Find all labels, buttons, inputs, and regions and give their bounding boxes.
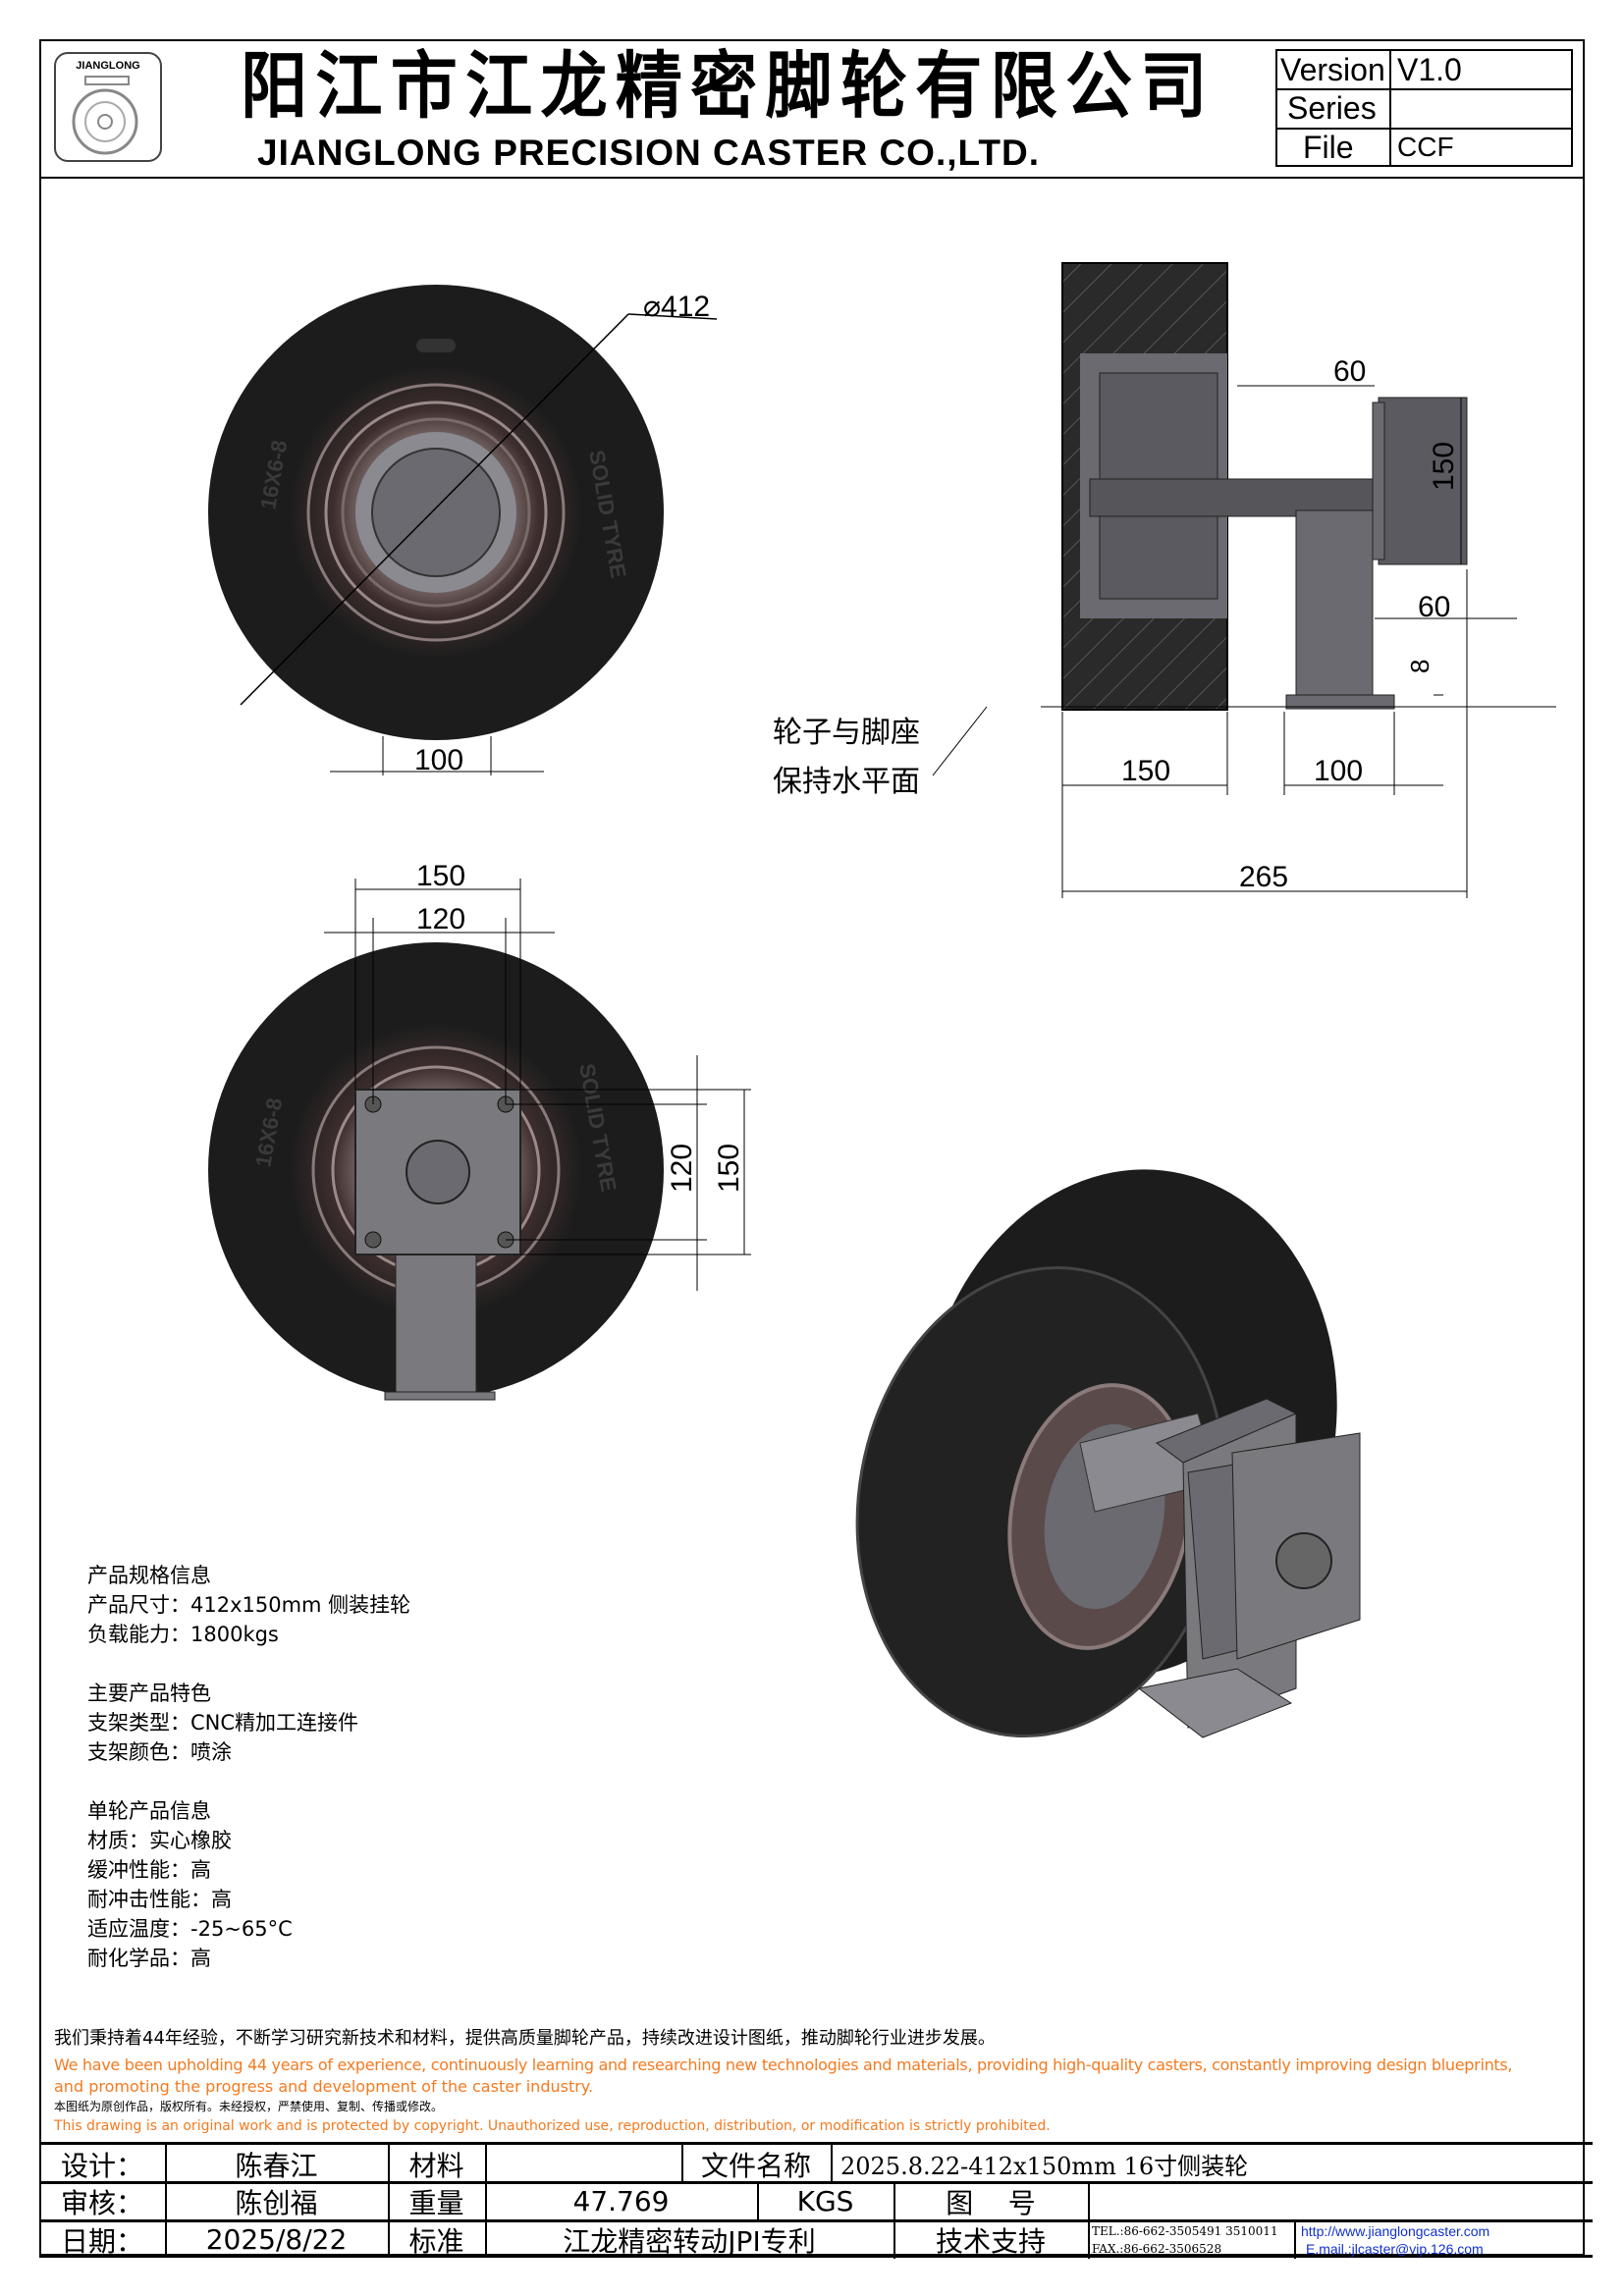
filename-label: 文件名称 [700,2149,811,2182]
reviewer-name: 陈创福 [235,2186,318,2219]
total-width-dim: 265 [1239,861,1288,893]
statement-en-1: We have been upholding 44 years of exper… [54,2056,1513,2074]
tel-text: TEL.:86-662-3505491 3510011 [1092,2224,1278,2238]
designer-name: 陈春江 [235,2149,318,2182]
filename-value: 2025.8.22-412x150mm 16寸侧装轮 [840,2153,1249,2180]
product-specs: 产品规格信息 产品尺寸：412x150mm 侧装挂轮 负载能力：1800kgs … [87,1561,410,1973]
rear-view-wheel: 16X6-8 SOLID TYRE 150 120 120 150 [208,860,751,1401]
company-name-en: JIANGLONG PRECISION CASTER CO.,LTD. [257,133,1040,173]
base-width-dim: 100 [1314,755,1363,787]
copyright-cn: 本图纸为原创作品，版权所有。未经授权，严禁使用、复制、传播或修改。 [54,2100,444,2113]
plate-height-dim: 150 [1428,442,1460,491]
version-value: V1.0 [1397,52,1462,87]
axle-dim: 60 [1333,355,1366,388]
spec-size: 产品尺寸：412x150mm 侧装挂轮 [87,1593,411,1617]
email-link[interactable]: E.mail.:jlcaster@vip.126.com [1306,2241,1484,2257]
company-logo: JIANGLONG [54,52,162,162]
review-label: 审核： [60,2186,143,2219]
spec-material: 材质：实心橡胶 [87,1829,232,1852]
standard-value: 江龙精密转动JPI专利 [563,2224,816,2258]
spec-chemical: 耐化学品：高 [87,1947,211,1970]
rear-inner-height-dim: 120 [666,1144,698,1193]
spec-impact: 耐冲击性能：高 [87,1888,232,1911]
statement-cn: 我们秉持着44年经验，不断学习研究新技术和材料，提供高质量脚轮产品，持续改进设计… [54,2028,996,2049]
weight-unit: KGS [796,2185,854,2217]
design-label: 设计： [60,2149,143,2182]
version-table: Version V1.0 Series File CCF [1275,49,1573,167]
spec-heading: 产品规格信息 [87,1564,211,1587]
spec-bracket-type: 支架类型：CNC精加工连接件 [87,1711,359,1735]
rear-outer-height-dim: 150 [713,1144,745,1193]
spec-temperature: 适应温度：-25~65°C [87,1917,293,1941]
rear-inner-width-dim: 120 [416,903,465,935]
fax-text: FAX.:86-662-3506528 [1092,2242,1222,2256]
material-value [485,2145,681,2183]
caster-logo-icon [72,76,138,155]
rear-outer-width-dim: 150 [416,860,465,892]
spec-load: 负载能力：1800kgs [87,1623,279,1646]
title-block: 设计： 陈春江 材料 文件名称 2025.8.22-412x150mm 16寸侧… [39,2142,1593,2259]
wheel-width-dim: 150 [1121,755,1170,787]
date-label: 日期： [60,2224,143,2258]
standard-label: 标准 [408,2224,464,2258]
company-name-cn: 阳江市江龙精密脚轮有限公司 [241,44,1216,129]
spacer [87,1767,410,1796]
diameter-dim: ⌀412 [643,291,710,323]
material-label: 材料 [408,2149,464,2182]
statement-en-2: and promoting the progress and developme… [54,2077,594,2096]
wheel-heading: 单轮产品信息 [87,1799,211,1823]
level-note-line2: 保持水平面 [773,766,920,798]
file-value: CCF [1397,132,1454,162]
isometric-render [855,1169,1361,1738]
logo-text: JIANGLONG [76,60,140,72]
spacer [87,1649,410,1679]
weight-label: 重量 [408,2186,464,2219]
features-heading: 主要产品特色 [87,1682,211,1705]
front-view-wheel: 16X6-8 SOLID TYRE ⌀412 100 [208,285,718,776]
series-label: Series [1287,90,1377,126]
support-label: 技术支持 [935,2224,1046,2258]
weight-value: 47.769 [572,2185,670,2217]
drawing-no-label: 图 号 [946,2186,1036,2219]
website-link[interactable]: http://www.jianglongcaster.com [1301,2223,1490,2239]
spec-bracket-color: 支架颜色：喷涂 [87,1740,232,1764]
version-label: Version [1280,52,1385,87]
drawing-no-value [1088,2182,1593,2220]
spec-cushion: 缓冲性能：高 [87,1858,211,1882]
date-value: 2025/8/22 [205,2223,348,2256]
copyright-en: This drawing is an original work and is … [54,2118,1051,2134]
front-width-dim: 100 [414,744,463,776]
file-label: File [1303,130,1354,165]
plate-width-dim: 60 [1418,591,1450,623]
level-note-line1: 轮子与脚座 [773,717,920,749]
offset-dim: 8 [1405,660,1435,673]
side-section-view: 150 100 265 60 60 150 8 轮子与脚座 保持水平面 [773,262,1556,898]
header-divider [39,177,1585,179]
